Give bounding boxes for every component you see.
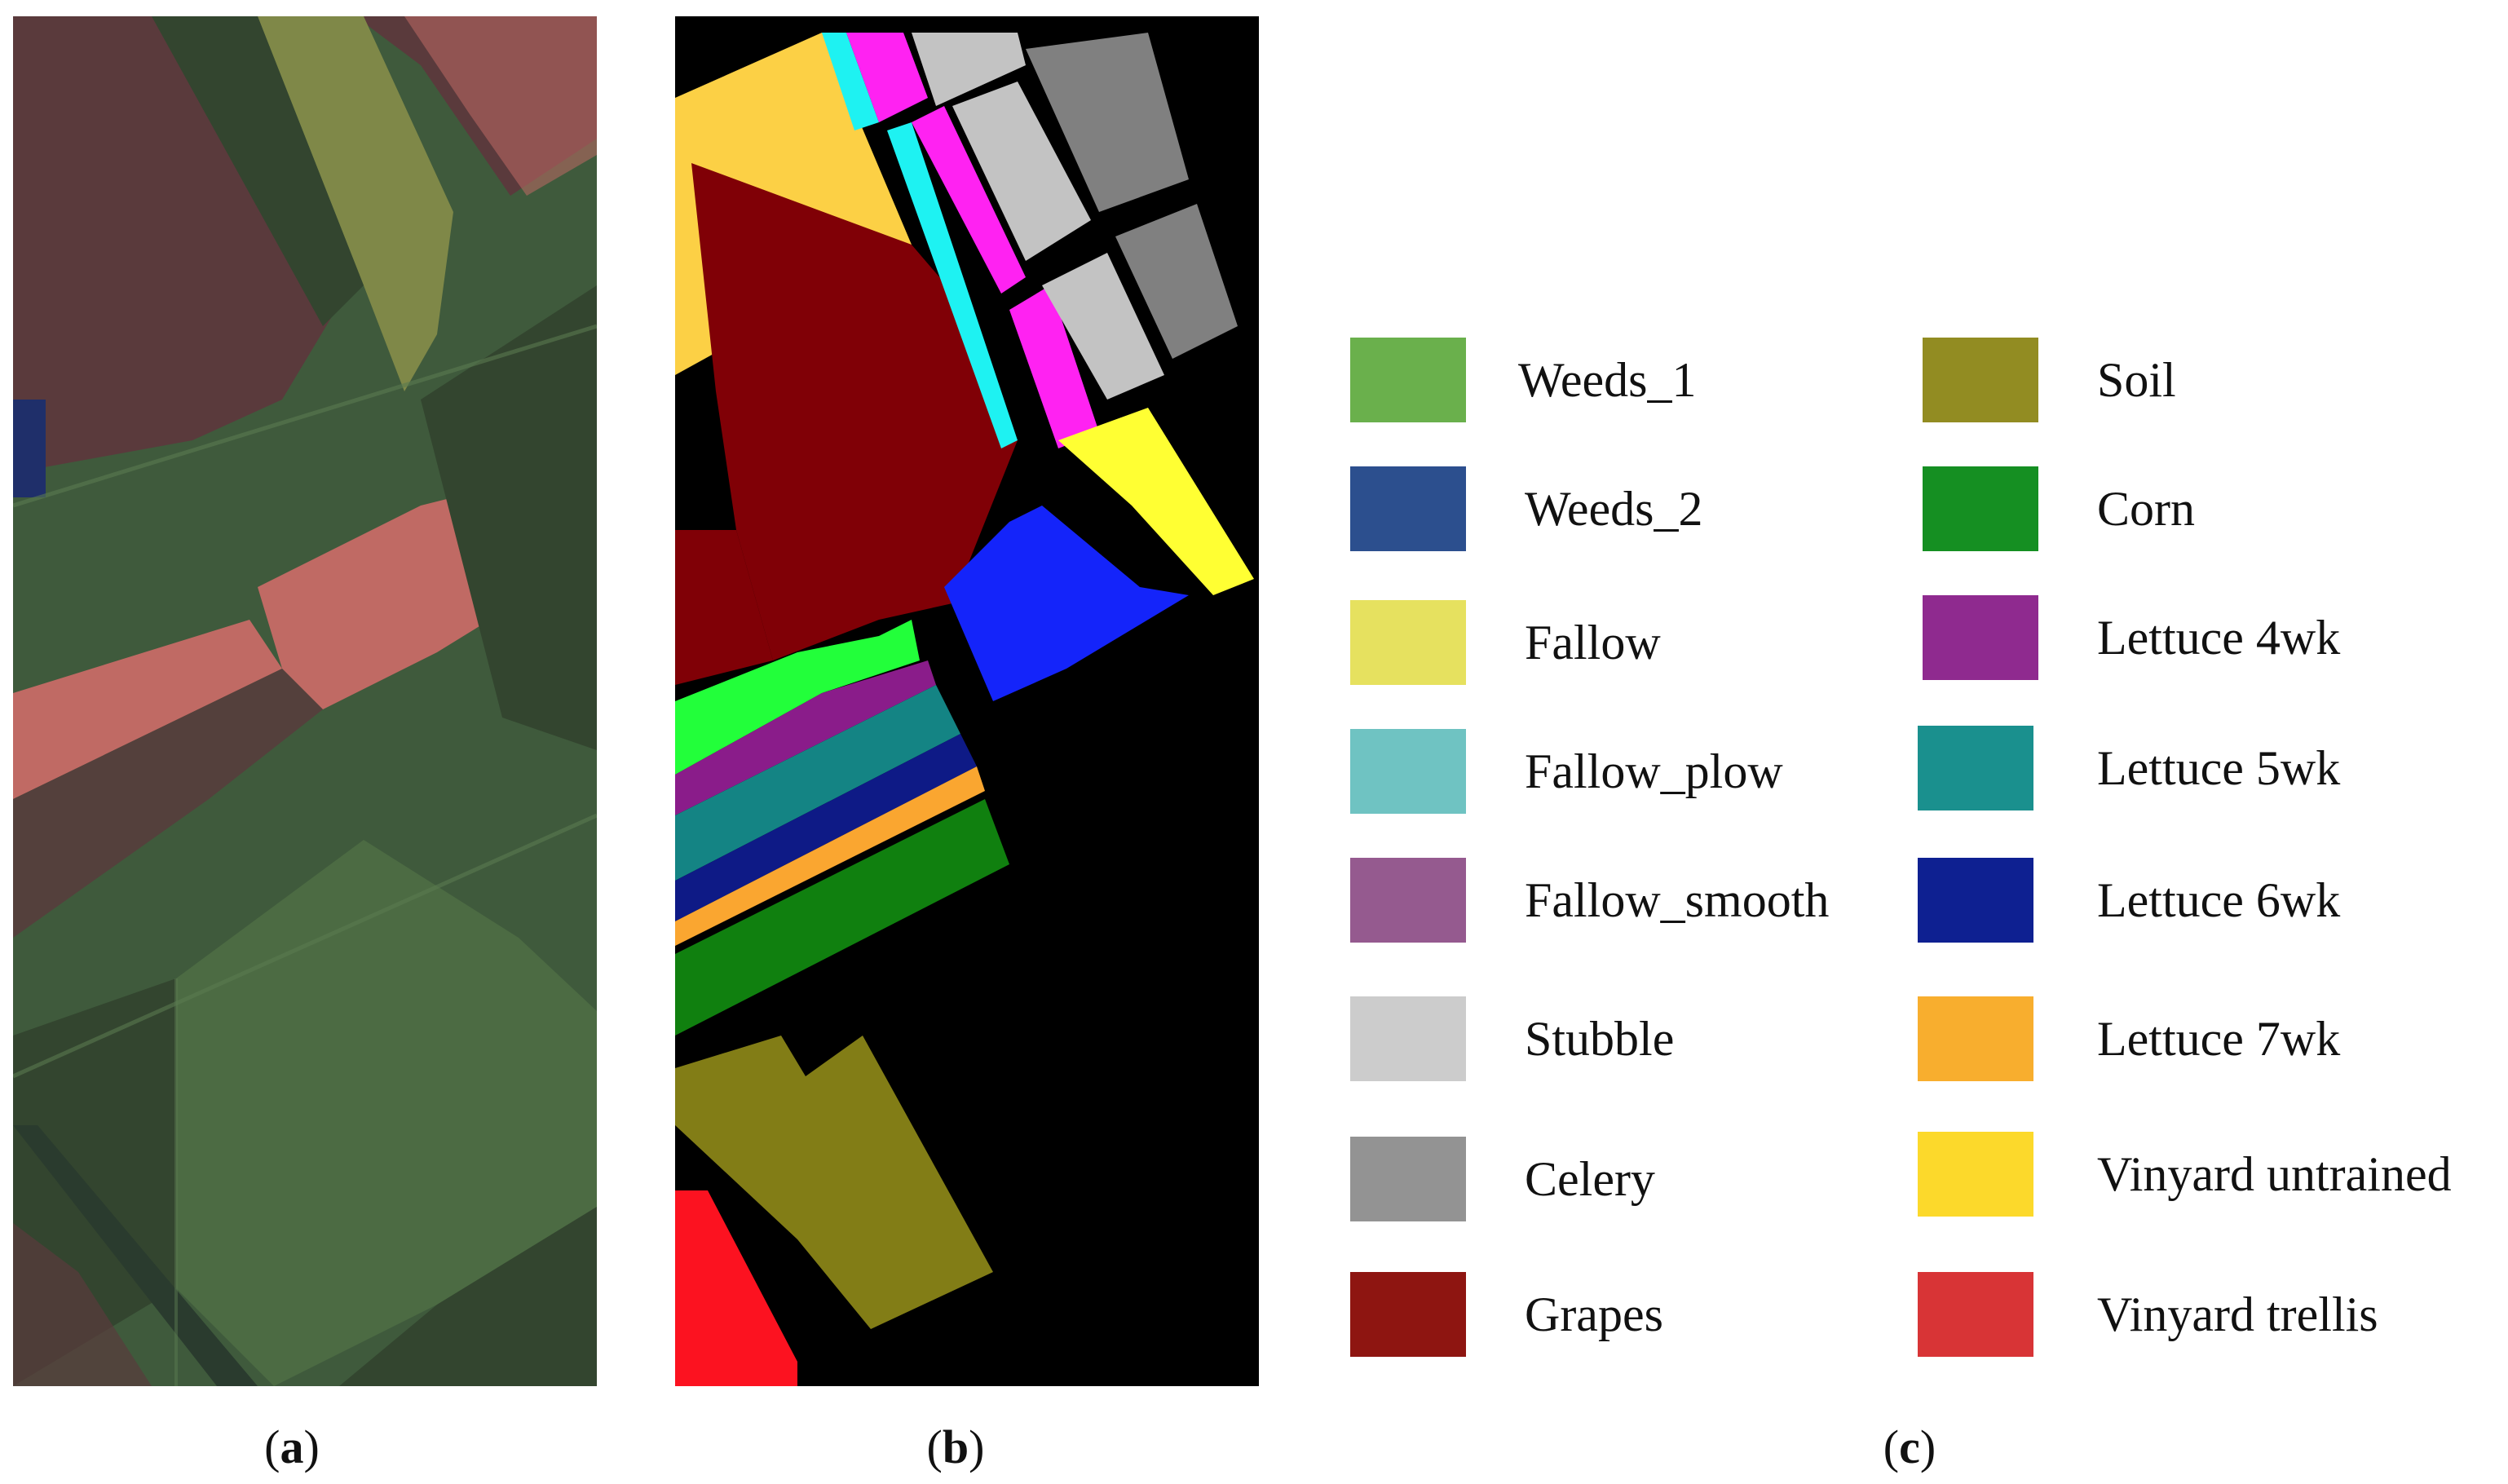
region-fallow-plow-strip-2 xyxy=(887,122,1018,448)
field-reddish-bottom-left xyxy=(13,1223,152,1386)
legend-item-celery: Celery xyxy=(1350,1137,1655,1221)
caption-letter: b xyxy=(942,1420,969,1473)
region-vinyard-trellis xyxy=(675,1190,797,1386)
legend-label: Fallow_smooth xyxy=(1525,873,1830,927)
region-grapes xyxy=(691,163,1018,660)
legend-swatch xyxy=(1350,996,1466,1081)
panel-c-legend: Weeds_1 Weeds_2 Fallow Fallow_plow Fallo… xyxy=(1350,338,2452,1357)
region-weeds-2 xyxy=(944,506,1189,701)
region-celery-top xyxy=(1026,33,1189,212)
panel-a-false-color-image xyxy=(13,16,597,1386)
legend-swatch xyxy=(1350,858,1466,943)
legend-item-stubble: Stubble xyxy=(1350,996,1674,1081)
legend-label: Celery xyxy=(1525,1152,1655,1206)
caption-close-paren: ) xyxy=(303,1420,320,1473)
legend-swatch xyxy=(1918,858,2033,943)
caption-close-paren: ) xyxy=(969,1420,985,1473)
region-lettuce-7wk xyxy=(675,766,985,946)
legend-swatch xyxy=(1918,1272,2033,1357)
caption-c: (c) xyxy=(1861,1419,1958,1476)
region-stubble-top xyxy=(912,33,1026,106)
legend-swatch xyxy=(1918,996,2033,1081)
legend-item-corn: Corn xyxy=(1923,466,2195,551)
legend-item-vinyard-untrained: Vinyard untrained xyxy=(1918,1132,2452,1217)
legend-item-lettuce-5wk: Lettuce 5wk xyxy=(1918,726,2340,810)
legend-swatch xyxy=(1350,1137,1466,1221)
region-fallow-smooth-strip-3 xyxy=(1009,285,1099,448)
legend-item-fallow-smooth: Fallow_smooth xyxy=(1350,858,1829,943)
legend-label: Soil xyxy=(2097,353,2176,407)
caption-b: (b) xyxy=(907,1419,1005,1476)
legend-swatch xyxy=(1923,466,2038,551)
legend-swatch xyxy=(1350,338,1466,422)
legend-item-weeds-2: Weeds_2 xyxy=(1350,466,1702,551)
region-celery-lower xyxy=(1115,204,1238,359)
road-bottom-left xyxy=(13,1125,258,1386)
water-pond xyxy=(13,400,46,497)
region-corn xyxy=(675,799,1009,1036)
caption-open-paren: ( xyxy=(264,1420,280,1473)
legend-swatch xyxy=(1350,1272,1466,1357)
legend-item-fallow-plow: Fallow_plow xyxy=(1350,729,1783,814)
legend-swatch xyxy=(1923,595,2038,680)
legend-item-lettuce-7wk: Lettuce 7wk xyxy=(1918,996,2340,1081)
legend-item-soil: Soil xyxy=(1923,338,2176,422)
legend-swatch xyxy=(1350,600,1466,685)
legend-item-lettuce-6wk: Lettuce 6wk xyxy=(1918,858,2340,943)
region-stubble-middle xyxy=(952,82,1091,261)
legend-swatch xyxy=(1923,338,2038,422)
caption-letter: a xyxy=(280,1420,304,1473)
field-salmon-left xyxy=(13,620,282,799)
region-fallow-plow-strip-1 xyxy=(822,33,879,130)
region-stubble-lower xyxy=(1042,253,1164,400)
legend-label: Stubble xyxy=(1525,1012,1675,1066)
legend-item-lettuce-4wk: Lettuce 4wk xyxy=(1923,595,2340,680)
legend-item-weeds-1: Weeds_1 xyxy=(1350,338,1696,422)
panel-b-ground-truth-map xyxy=(675,16,1259,1386)
field-reddish-left-lower xyxy=(13,669,323,938)
legend-label: Weeds_2 xyxy=(1525,482,1703,536)
field-boundary-2 xyxy=(13,813,597,1079)
legend-swatch xyxy=(1918,726,2033,810)
legend-label: Lettuce 6wk xyxy=(2097,873,2341,927)
region-fallow-smooth-strip-1 xyxy=(846,33,928,122)
legend-label: Fallow_plow xyxy=(1525,744,1783,798)
legend-label: Fallow xyxy=(1525,616,1661,669)
legend-item-vinyard-trellis: Vinyard trellis xyxy=(1918,1272,2378,1357)
region-lettuce-5wk xyxy=(675,685,960,881)
field-dark-green-right xyxy=(421,285,597,750)
legend-label: Lettuce 5wk xyxy=(2097,741,2341,795)
region-lettuce-6wk xyxy=(675,734,977,921)
caption-a: (a) xyxy=(243,1419,341,1476)
caption-open-paren: ( xyxy=(1883,1420,1900,1473)
legend-label: Lettuce 7wk xyxy=(2097,1012,2341,1066)
caption-close-paren: ) xyxy=(1919,1420,1936,1473)
legend-item-fallow: Fallow xyxy=(1350,600,1661,685)
legend-item-grapes: Grapes xyxy=(1350,1272,1663,1357)
region-fallow xyxy=(1058,408,1254,595)
legend-swatch xyxy=(1918,1132,2033,1217)
region-soil xyxy=(675,1036,993,1329)
region-grapes-left xyxy=(675,530,773,685)
legend-label: Grapes xyxy=(1525,1287,1663,1341)
field-salmon-top-right xyxy=(404,16,597,196)
legend-label: Lettuce 4wk xyxy=(2097,611,2341,665)
legend-swatch xyxy=(1350,466,1466,551)
region-fallow-smooth-strip-2 xyxy=(912,106,1026,294)
field-light-green-lower xyxy=(176,840,597,1386)
region-lettuce-4wk xyxy=(675,660,936,815)
strip-dark-diagonal xyxy=(152,16,364,326)
strip-olive xyxy=(258,16,453,391)
legend-label: Vinyard untrained xyxy=(2097,1147,2452,1201)
field-boundary-1 xyxy=(13,324,597,508)
legend-label: Corn xyxy=(2097,482,2195,536)
region-weeds-1 xyxy=(675,620,920,775)
legend-label: Weeds_1 xyxy=(1518,353,1697,407)
field-dark-green-bottom-right xyxy=(339,1207,597,1386)
caption-letter: c xyxy=(1899,1420,1920,1473)
caption-open-paren: ( xyxy=(926,1420,943,1473)
legend-label: Vinyard trellis xyxy=(2097,1287,2378,1341)
legend-swatch xyxy=(1350,729,1466,814)
